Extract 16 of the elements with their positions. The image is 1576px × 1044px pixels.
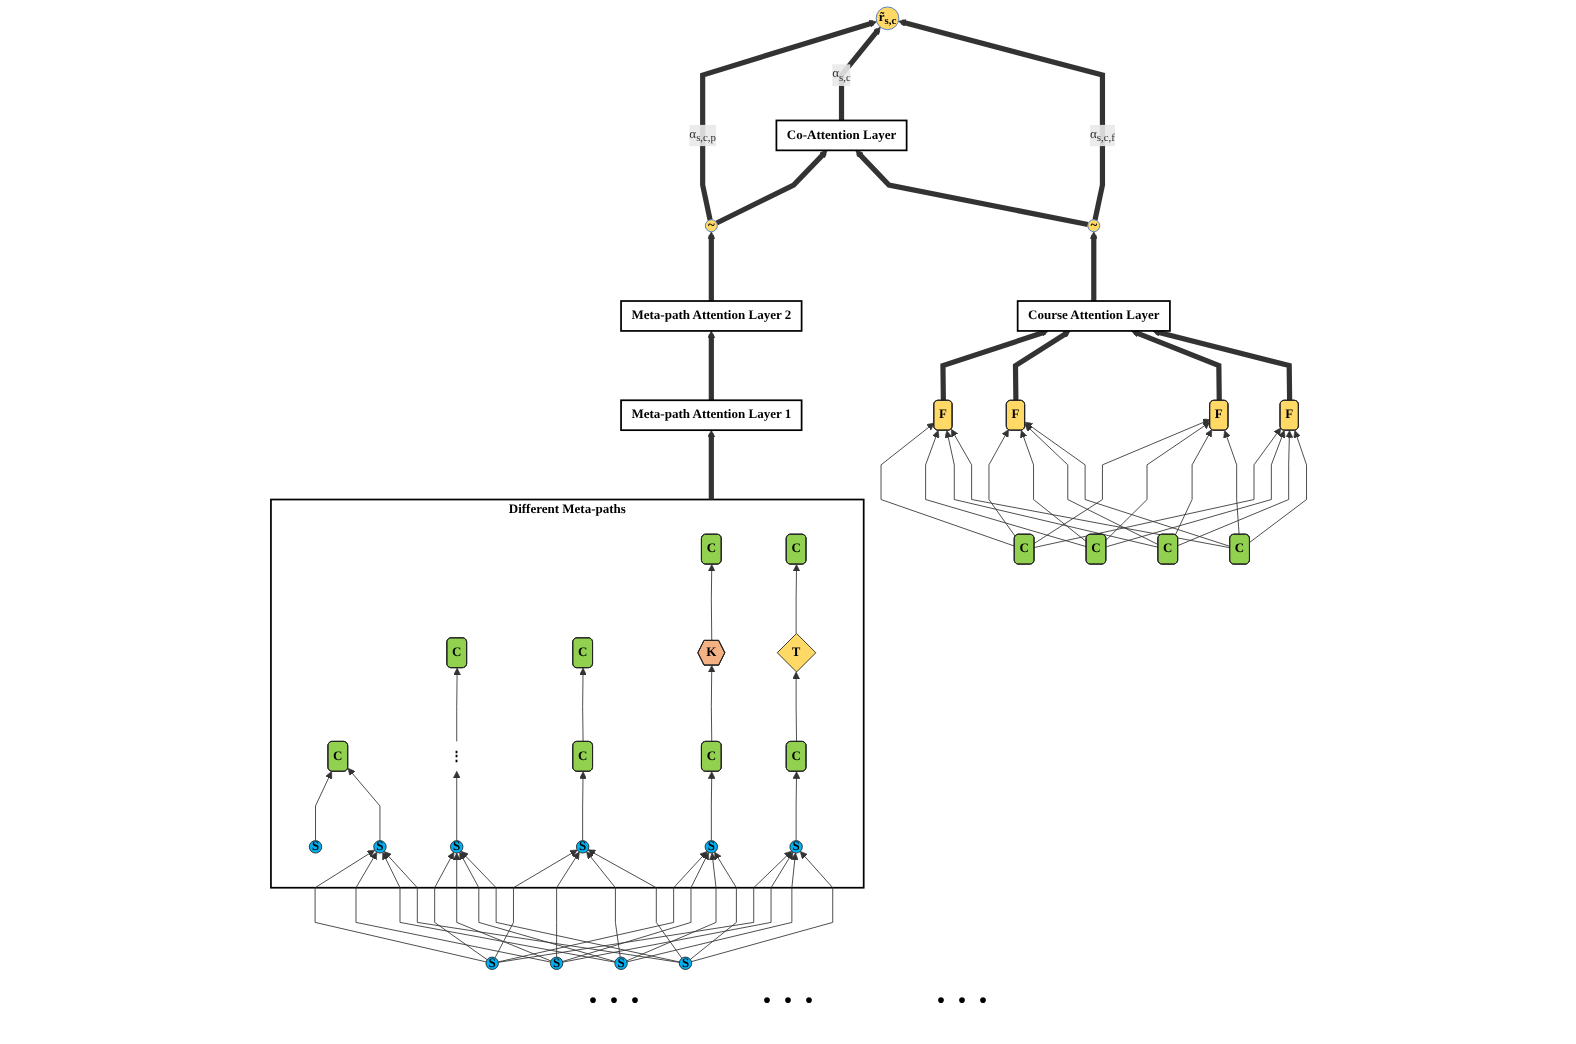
ellipsis-text: · · · — [586, 980, 641, 1024]
arrow — [714, 150, 827, 226]
arrow — [854, 150, 1088, 228]
arrow — [1012, 330, 1070, 401]
arrow — [897, 19, 1105, 221]
arrow — [1130, 329, 1222, 401]
arrow — [1089, 231, 1097, 301]
arrow — [706, 330, 715, 401]
arrow — [706, 429, 715, 500]
arrow — [838, 26, 880, 121]
ellipsis-text: · · · — [935, 980, 990, 1024]
arrow — [939, 329, 1048, 401]
arrow — [699, 20, 877, 221]
ellipsis-text: · · · — [760, 980, 815, 1024]
arrow — [706, 231, 715, 301]
arrow — [1151, 328, 1292, 401]
